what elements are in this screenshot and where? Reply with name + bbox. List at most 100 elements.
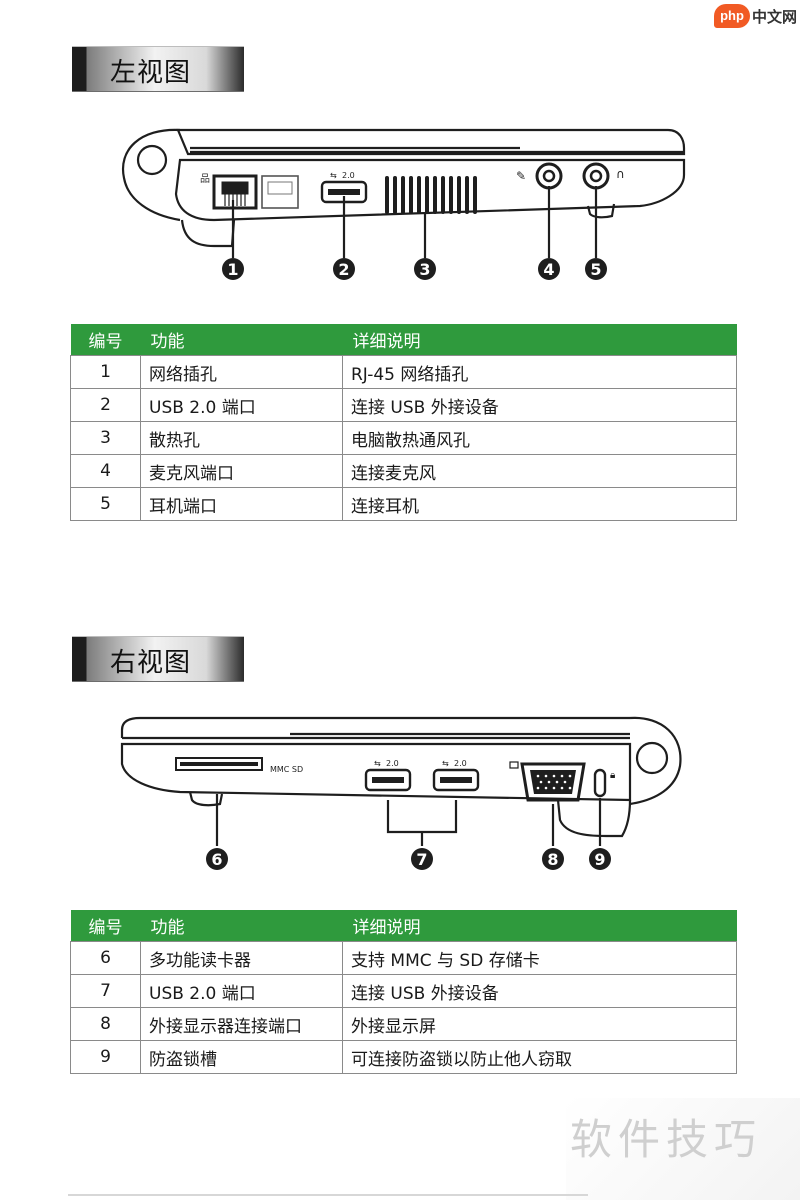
callout-7: 7 (416, 850, 427, 869)
right-view-diagram: MMC SD ⇆ 2.0 ⇆ 2.0 🔒︎ 6 7 8 9 (120, 716, 682, 870)
lid-outline (176, 128, 686, 156)
table-row: 7 USB 2.0 端口 连接 USB 外接设备 (70, 974, 737, 1008)
callout-5: 5 (590, 260, 601, 279)
logo-php-badge: php (714, 4, 750, 28)
bottom-divider (68, 1194, 588, 1196)
hinge-circle (136, 144, 168, 176)
table-row: 3 散热孔 电脑散热通风孔 (70, 421, 737, 455)
row-number: 3 (70, 421, 141, 455)
callout-9: 9 (594, 850, 605, 869)
callout-3: 3 (419, 260, 430, 279)
header-function: 功能 (140, 910, 343, 942)
usb-port-right-1: ⇆ 2.0 (364, 759, 412, 792)
rear-foot (586, 203, 616, 219)
usb-version-label: 2.0 (386, 759, 399, 768)
lock-icon: 🔒︎ (610, 770, 615, 781)
headphone-icon: ∩ (616, 167, 625, 181)
header-function: 功能 (140, 324, 343, 356)
vent-slots (385, 176, 477, 214)
hinge-outline (629, 716, 682, 806)
row-description: RJ-45 网络插孔 (342, 355, 737, 389)
row-number: 2 (70, 388, 141, 422)
left-view-diagram: 品 ⇆ 2.0 ✎ ∩ 1 2 3 4 5 (121, 128, 686, 280)
usb-icon: ⇆ (330, 171, 337, 180)
header-description: 详细说明 (342, 910, 737, 942)
hinge-circle (635, 741, 669, 775)
usb-version-label: 2.0 (454, 759, 467, 768)
row-function: 外接显示器连接端口 (140, 1007, 343, 1041)
row-function: 耳机端口 (140, 487, 343, 521)
row-number: 8 (70, 1007, 141, 1041)
monitor-icon (509, 761, 519, 769)
row-function: 网络插孔 (140, 355, 343, 389)
header-number: 编号 (70, 324, 141, 356)
row-description: 支持 MMC 与 SD 存储卡 (342, 941, 737, 975)
mic-icon: ✎ (516, 169, 526, 183)
row-number: 9 (70, 1040, 141, 1074)
headphone-jack (582, 162, 610, 190)
row-function: USB 2.0 端口 (140, 388, 343, 422)
right-view-heading-bar: 右视图 (72, 636, 244, 682)
callout-8: 8 (547, 850, 558, 869)
site-logo: php 中文网 (714, 4, 798, 30)
security-lock-slot: 🔒︎ (593, 768, 615, 798)
table-header-row: 编号 功能 详细说明 (70, 910, 737, 942)
row-function: 散热孔 (140, 421, 343, 455)
row-number: 1 (70, 355, 141, 389)
front-foot (188, 791, 224, 807)
row-description: 连接 USB 外接设备 (342, 388, 737, 422)
left-view-table: 编号 功能 详细说明 1 网络插孔 RJ-45 网络插孔 2 USB 2.0 端… (70, 324, 737, 521)
rear-foot (556, 799, 632, 838)
right-view-heading: 右视图 (110, 648, 192, 678)
row-function: 麦克风端口 (140, 454, 343, 488)
usb-port-left: ⇆ 2.0 (320, 171, 368, 204)
table-row: 8 外接显示器连接端口 外接显示屏 (70, 1007, 737, 1041)
card-reader-label: MMC SD (270, 765, 303, 774)
row-function: 多功能读卡器 (140, 941, 343, 975)
table-header-row: 编号 功能 详细说明 (70, 324, 737, 356)
usb-icon: ⇆ (442, 759, 449, 768)
left-view-heading-bar: 左视图 (72, 46, 244, 92)
callout-1: 1 (227, 260, 238, 279)
row-number: 4 (70, 454, 141, 488)
row-function: 防盗锁槽 (140, 1040, 343, 1074)
vga-port (509, 761, 586, 802)
row-function: USB 2.0 端口 (140, 974, 343, 1008)
base-outline (120, 742, 632, 802)
base-outline (174, 158, 686, 222)
row-description: 外接显示屏 (342, 1007, 737, 1041)
usb-version-label: 2.0 (342, 171, 355, 180)
table-row: 5 耳机端口 连接耳机 (70, 487, 737, 521)
header-number: 编号 (70, 910, 141, 942)
usb-port-right-2: ⇆ 2.0 (432, 759, 480, 792)
row-description: 连接耳机 (342, 487, 737, 521)
callout-4: 4 (543, 260, 554, 279)
callout-6: 6 (211, 850, 222, 869)
card-reader-slot: MMC SD (175, 757, 303, 774)
row-description: 可连接防盗锁以防止他人窃取 (342, 1040, 737, 1074)
table-row: 4 麦克风端口 连接麦克风 (70, 454, 737, 488)
row-description: 电脑散热通风孔 (342, 421, 737, 455)
callout-2: 2 (338, 260, 349, 279)
table-row: 9 防盗锁槽 可连接防盗锁以防止他人窃取 (70, 1040, 737, 1074)
watermark-text: 软件技巧 (570, 1115, 763, 1164)
row-description: 连接麦克风 (342, 454, 737, 488)
row-description: 连接 USB 外接设备 (342, 974, 737, 1008)
left-view-heading: 左视图 (110, 58, 192, 88)
right-view-table: 编号 功能 详细说明 6 多功能读卡器 支持 MMC 与 SD 存储卡 7 US… (70, 910, 737, 1074)
row-number: 5 (70, 487, 141, 521)
logo-text: 中文网 (752, 8, 798, 26)
table-row: 1 网络插孔 RJ-45 网络插孔 (70, 355, 737, 389)
mic-jack (535, 162, 563, 190)
usb-icon: ⇆ (374, 759, 381, 768)
lid-outline (120, 716, 630, 738)
table-row: 6 多功能读卡器 支持 MMC 与 SD 存储卡 (70, 941, 737, 975)
rj45-port (212, 174, 299, 210)
network-icon: 品 (200, 173, 210, 185)
watermark: 软件技巧 (566, 1098, 800, 1200)
row-number: 7 (70, 974, 141, 1008)
header-description: 详细说明 (342, 324, 737, 356)
front-foot (180, 219, 236, 248)
hinge-outline (121, 128, 181, 222)
table-row: 2 USB 2.0 端口 连接 USB 外接设备 (70, 388, 737, 422)
